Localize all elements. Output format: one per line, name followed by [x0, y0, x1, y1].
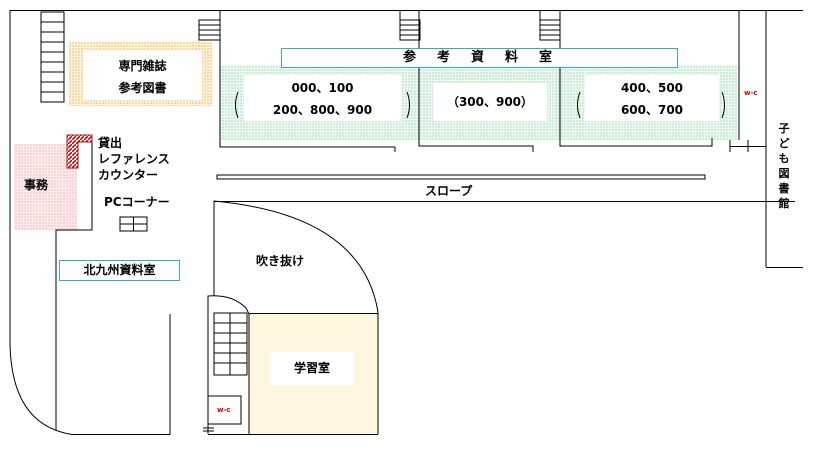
stairs-top-1: [198, 19, 221, 41]
slope-label: スロープ: [425, 184, 473, 198]
kids-char-3: も: [778, 152, 790, 165]
journals-label-2: 参考図書: [118, 81, 167, 95]
reference-room-title-box: [281, 48, 678, 68]
atrium-label: 吹き抜け: [256, 254, 305, 268]
shelf-right-line-1: 400、500: [620, 81, 684, 95]
shelf-right-box: [585, 75, 719, 121]
kids-char-4: 図: [778, 167, 790, 180]
kitakyushu-box: [59, 260, 180, 281]
wc-top-label: w-c: [744, 89, 758, 97]
wc-lower-label: w-c: [217, 406, 231, 414]
counter-icon: [66, 134, 93, 169]
pc-corner-label: PCコーナー: [104, 195, 170, 209]
kids-char-6: 館: [778, 197, 790, 210]
counter-label-2: レファレンス: [98, 152, 170, 166]
study-room-label: 学習室: [293, 361, 330, 375]
shelf-mid-box: [433, 83, 547, 121]
journals-box: [83, 50, 202, 100]
journals-label-1: 専門雑誌: [118, 59, 167, 73]
pc-desk-icon: [119, 216, 148, 232]
stairs-top-3: [539, 19, 561, 41]
counter-label-3: カウンター: [98, 168, 159, 182]
kids-char-5: 書: [778, 182, 790, 195]
shelf-right-line-2: 600、700: [620, 103, 684, 117]
study-room-box: [270, 352, 354, 385]
office-label: 事務: [24, 178, 49, 192]
kitakyushu-label: 北九州資料室: [83, 263, 156, 277]
reference-room-title: 参 考 資 料 室: [402, 50, 556, 65]
wc-lower-box: [207, 395, 242, 425]
kids-library-label: 子 ど も 図 書 館: [777, 121, 791, 211]
shelf-left-box: [244, 75, 401, 121]
stairs-top-left: [40, 11, 65, 103]
shelf-left-line-2: 200、800、900: [272, 103, 373, 117]
kids-char-1: 子: [778, 122, 790, 135]
shelf-left-line-1: 000、100: [291, 81, 354, 95]
shelf-mid-label: （300、900）: [446, 95, 534, 109]
stairs-top-2: [399, 19, 421, 41]
stairs-lower: [213, 312, 248, 376]
kids-char-2: ど: [778, 137, 790, 150]
counter-label-1: 貸出: [98, 136, 123, 150]
